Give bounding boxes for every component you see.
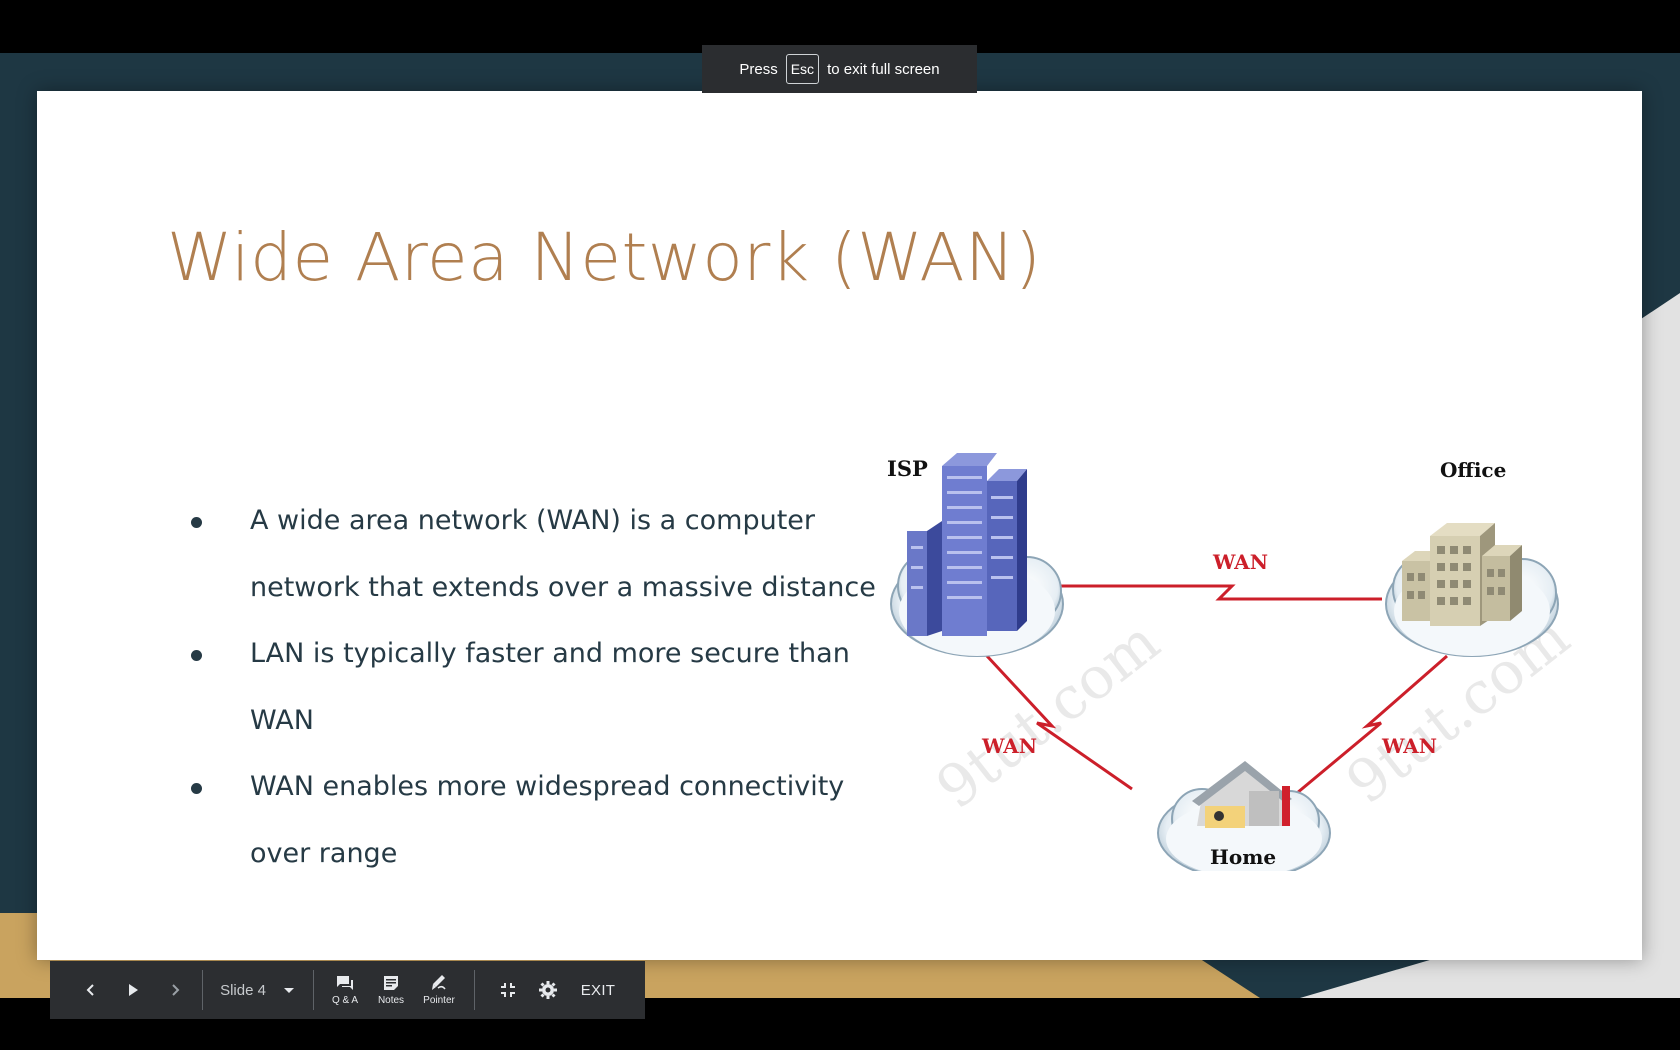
- slide-selector[interactable]: Slide 4: [203, 961, 313, 1019]
- bullet-dot: [191, 650, 202, 661]
- bullet-text: WAN enables more widespread connectivity…: [250, 771, 845, 869]
- settings-button[interactable]: [529, 961, 567, 1019]
- pointer-button[interactable]: Pointer: [414, 961, 464, 1019]
- toolbar-divider: [474, 970, 475, 1010]
- wan-link-label: WAN: [1381, 734, 1437, 758]
- exit-fullscreen-banner: Press Esc to exit full screen: [702, 45, 977, 93]
- pointer-label: Pointer: [423, 995, 455, 1006]
- pointer-icon: [432, 975, 446, 990]
- bullet-item: A wide area network (WAN) is a computer …: [177, 488, 877, 621]
- previous-slide-button[interactable]: [70, 961, 112, 1019]
- home-house-icon: [1192, 761, 1292, 828]
- slide-number-label: Slide 4: [220, 981, 266, 999]
- wan-diagram: 9tut.com 9tut.com: [887, 453, 1577, 871]
- wan-link-office-home: [1296, 654, 1448, 795]
- chevron-left-icon: [86, 984, 94, 996]
- qa-icon: [337, 976, 353, 990]
- isp-label: ISP: [887, 456, 928, 481]
- notes-button[interactable]: Notes: [368, 961, 414, 1019]
- bullet-item: WAN enables more widespread connectivity…: [177, 754, 877, 887]
- chevron-right-icon: [172, 984, 180, 996]
- qa-button[interactable]: Q & A: [322, 961, 368, 1019]
- wan-link-isp-office: [1047, 584, 1382, 601]
- notes-label: Notes: [377, 995, 405, 1006]
- wan-link-isp-home: [985, 654, 1133, 791]
- qa-label: Q & A: [331, 995, 359, 1006]
- bullet-dot: [191, 517, 202, 528]
- next-slide-button[interactable]: [154, 961, 196, 1019]
- presentation-toolbar: Slide 4 Q & A Notes Pointer EXIT: [50, 961, 645, 1019]
- office-label: Office: [1440, 458, 1506, 482]
- exit-fullscreen-icon: [501, 983, 515, 997]
- play-icon: [129, 984, 138, 996]
- wan-link-label: WAN: [981, 734, 1037, 758]
- home-label: Home: [1210, 845, 1276, 869]
- isp-building-icon: [907, 453, 1027, 636]
- gear-icon: [539, 981, 557, 999]
- toolbar-divider: [202, 970, 203, 1010]
- esc-key-badge: Esc: [785, 54, 820, 84]
- bullet-list: A wide area network (WAN) is a computer …: [177, 488, 877, 887]
- notes-icon: [384, 976, 398, 990]
- bullet-dot: [191, 783, 202, 794]
- play-button[interactable]: [112, 961, 154, 1019]
- bullet-text: A wide area network (WAN) is a computer …: [250, 505, 876, 603]
- exit-fullscreen-button[interactable]: [487, 961, 529, 1019]
- bullet-item: LAN is typically faster and more secure …: [177, 621, 877, 754]
- banner-press-text: Press: [739, 60, 778, 78]
- slide-title: Wide Area Network (WAN): [167, 219, 1042, 296]
- wan-link-label: WAN: [1212, 550, 1268, 574]
- banner-suffix-text: to exit full screen: [827, 60, 940, 78]
- exit-button[interactable]: EXIT: [580, 981, 616, 999]
- office-building-icon: [1402, 523, 1522, 626]
- dropdown-arrow-icon: [283, 988, 294, 993]
- slide-canvas: Wide Area Network (WAN) A wide area netw…: [37, 91, 1642, 960]
- toolbar-divider: [313, 970, 314, 1010]
- bullet-text: LAN is typically faster and more secure …: [250, 638, 850, 736]
